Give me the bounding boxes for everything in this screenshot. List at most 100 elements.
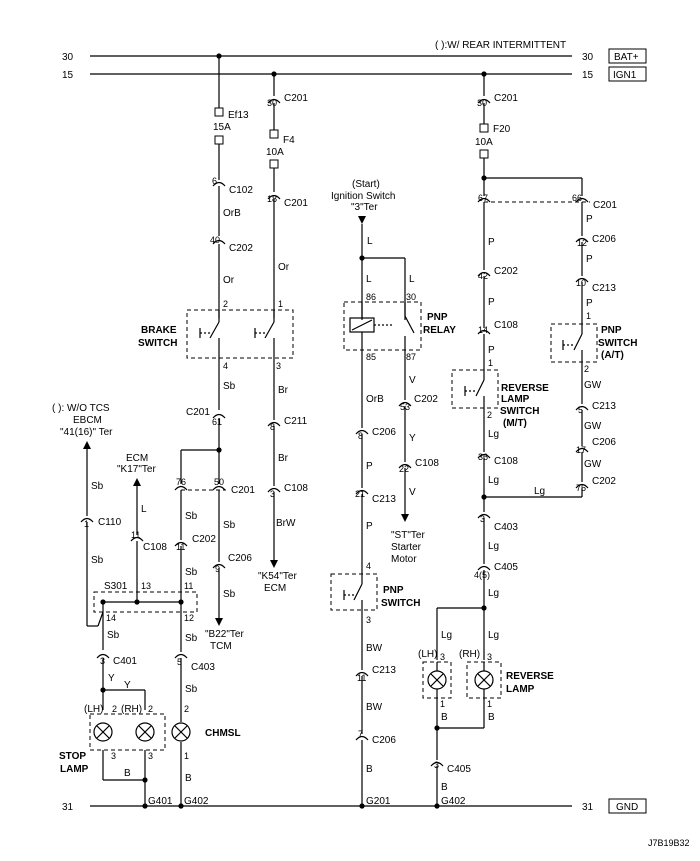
wire-y-1: Y [108, 673, 115, 684]
ref-ign-3: "3"Ter [351, 202, 378, 213]
brake-feed-circuit: Ef13 15A 6 C102 OrB 40 C202 Or [210, 53, 253, 318]
pnp-sw-pin-3: 3 [366, 615, 371, 625]
gnd-rail-num-left: 31 [62, 802, 74, 813]
lamp-icon [427, 670, 447, 690]
pin-8-c206: 8 [358, 431, 363, 441]
conn-c201-a: C201 [284, 93, 308, 104]
wire-sb-6: Sb [91, 481, 104, 492]
wire-lg-2: Lg [488, 475, 499, 486]
stop-rh-label: (RH) [121, 704, 142, 715]
chmsl-label: CHMSL [205, 728, 241, 739]
ref-starter-3: Motor [391, 554, 417, 565]
chmsl-circuit: 5 C403 Sb 2 CHMSL 1 B G402 [171, 653, 241, 809]
pin-36: 36 [478, 452, 488, 462]
relay-pin-86: 86 [366, 292, 376, 302]
ref-k54-2: ECM [264, 583, 286, 594]
stop-lamp-circuit: Sb C201 61 76 50 C201 Sb 11 C202 Sb Sb 9… [174, 358, 255, 652]
pin-13: 13 [141, 581, 151, 591]
wire-sb-10: Sb [185, 684, 198, 695]
wire-bw-1: BW [366, 643, 383, 654]
fuse-f4-rating: 10A [266, 147, 284, 158]
relay-pin-87: 87 [406, 352, 416, 362]
conn-c202-e: C202 [592, 476, 616, 487]
conn-c213-a: C213 [372, 494, 396, 505]
bat-rail: 30 30 BAT+ ( ):W/ REAR INTERMITTENT [62, 40, 647, 64]
pin-76: 76 [176, 477, 186, 487]
bat-rail-num-right: 30 [582, 52, 594, 63]
pin-11-c108: 11 [131, 530, 140, 540]
conn-c206-b: C206 [372, 427, 396, 438]
pin-42: 42 [478, 271, 488, 281]
conn-c401: C401 [113, 656, 137, 667]
conn-c202-d: C202 [494, 266, 518, 277]
diagram-code: J7B19B32 [648, 838, 690, 848]
rev-rh-label: (RH) [459, 649, 480, 660]
pin-17: 17 [576, 445, 586, 455]
stop-lh-pin2: 2 [112, 704, 117, 714]
wire-b-1: B [124, 768, 131, 779]
brake-sw-pin-2: 2 [223, 299, 228, 309]
pin-22: 22 [399, 464, 409, 474]
at-sw-pin-1: 1 [586, 311, 591, 321]
wire-lg-3: Lg [534, 486, 545, 497]
pin-14: 14 [106, 613, 116, 623]
wire-b-6: B [441, 782, 448, 793]
fuse-f20-name: F20 [493, 124, 511, 135]
pin-4-5: 4(5) [474, 570, 490, 580]
conn-c403-a: C403 [191, 662, 215, 673]
stop-lh-pin3: 3 [111, 751, 116, 761]
ref-ecm-1: ECM [126, 453, 148, 464]
at-switch-label-2: SWITCH [598, 338, 637, 349]
at-switch-label-1: PNP [601, 325, 622, 336]
wire-lg-5: Lg [488, 588, 499, 599]
wire-p-8: P [586, 298, 593, 309]
pin-10: 10 [576, 278, 586, 288]
wire-orb-1: OrB [223, 208, 241, 219]
wire-l-4: L [409, 274, 415, 285]
pin-40: 40 [210, 235, 220, 245]
wire-sb-2: Sb [185, 511, 198, 522]
stop-lamp-label-1: STOP [59, 751, 86, 762]
conn-c405-b: C405 [447, 764, 471, 775]
pin-21: 21 [355, 489, 365, 499]
wire-or-1: Or [223, 275, 235, 286]
rev-lh-pin1: 1 [440, 699, 445, 709]
pin-12: 12 [184, 613, 194, 623]
ref-ebcm-3: "41(16)" Ter [60, 427, 113, 438]
pin-30-f4: 30 [267, 98, 277, 108]
pin-18: 18 [267, 194, 277, 204]
wire-p-4: P [488, 297, 495, 308]
conn-c213-d: C213 [592, 401, 616, 412]
pin-6: 6 [212, 176, 217, 186]
brake-switch-label-1: BRAKE [141, 325, 177, 336]
conn-c213-b: C213 [372, 665, 396, 676]
wire-p-6: P [586, 214, 593, 225]
pin-14-c108: 14 [478, 325, 488, 335]
ref-k54-1: "K54"Ter [258, 571, 297, 582]
ref-ebcm-1: ( ): W/O TCS [52, 403, 110, 414]
ref-b22-1: "B22"Ter [205, 629, 244, 640]
rev-rh-pin3: 3 [487, 652, 492, 662]
brake-switch-label-2: SWITCH [138, 338, 177, 349]
wire-lg-4: Lg [488, 541, 499, 552]
gnd-rail-num-right: 31 [582, 802, 594, 813]
rev-switch-label-3: SWITCH [500, 406, 539, 417]
fuse-f4-name: F4 [283, 135, 295, 146]
ref-ebcm-2: EBCM [73, 415, 102, 426]
pin-75: 75 [576, 483, 586, 493]
conn-c108-d: C108 [494, 320, 518, 331]
ref-ign-2: Ignition Switch [331, 191, 395, 202]
wire-sb-7: Sb [91, 555, 104, 566]
wire-p-2: P [366, 521, 373, 532]
ground-g401: G401 [148, 796, 173, 807]
wire-sb-8: Sb [107, 630, 120, 641]
conn-c108-a: C108 [284, 483, 308, 494]
conn-c206-e: C206 [592, 437, 616, 448]
conn-c110: C110 [98, 517, 122, 528]
conn-c201-f: C201 [593, 200, 617, 211]
pin-11-s301: 11 [184, 581, 193, 591]
splice-s301: S301 [104, 581, 128, 592]
conn-c202-a: C202 [229, 243, 253, 254]
pnp-switch-label-2: SWITCH [381, 598, 420, 609]
brake-sw-pin-1: 1 [278, 299, 283, 309]
